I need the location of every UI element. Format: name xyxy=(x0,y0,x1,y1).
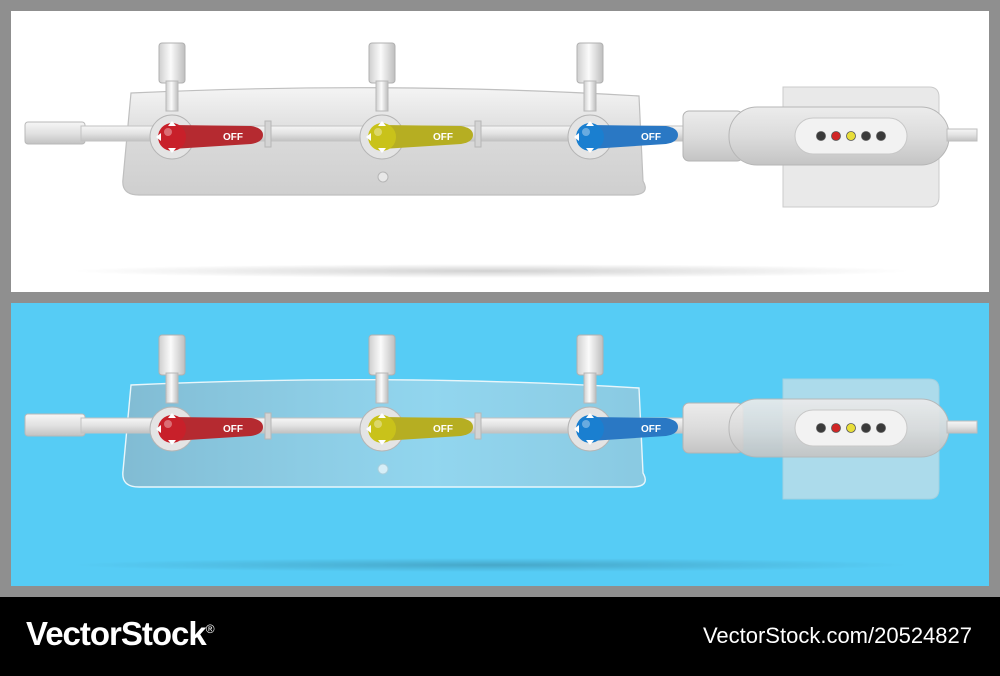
knob-highlight xyxy=(374,128,382,136)
valve-cap xyxy=(368,42,396,84)
indicator-light xyxy=(816,131,826,141)
left-connector xyxy=(24,121,86,145)
transducer-assembly xyxy=(682,86,978,208)
indicator-lights xyxy=(816,131,886,141)
valve-off-label: OFF xyxy=(223,132,243,143)
direction-arrows-icon xyxy=(574,413,594,445)
indicator-light xyxy=(846,423,856,433)
direction-arrows-icon xyxy=(156,121,176,153)
valve-knob[interactable] xyxy=(158,415,186,443)
valve-knob[interactable] xyxy=(368,415,396,443)
valve-yellow[interactable]: OFF xyxy=(359,334,473,452)
brand-logo[interactable]: VectorStock® xyxy=(26,615,215,653)
tube-ring xyxy=(474,120,482,148)
valve-knob[interactable] xyxy=(576,123,604,151)
valve-knob[interactable] xyxy=(158,123,186,151)
valve-cap xyxy=(158,334,186,376)
manifold-illustration: OFF OFF OFF xyxy=(24,42,978,278)
valve-red[interactable]: OFF xyxy=(149,334,263,452)
valve-off-label: OFF xyxy=(641,424,661,435)
plate-hole xyxy=(377,171,389,183)
tube-ring xyxy=(474,412,482,440)
valve-stem xyxy=(375,80,389,112)
tube-ring xyxy=(264,412,272,440)
valve-lever[interactable] xyxy=(590,125,678,149)
valve-lever[interactable] xyxy=(382,417,473,441)
direction-arrows-icon xyxy=(574,121,594,153)
indicator-light xyxy=(816,423,826,433)
valve-lever[interactable] xyxy=(172,125,263,149)
valve-cap xyxy=(158,42,186,84)
indicator-light xyxy=(861,131,871,141)
right-outlet xyxy=(946,128,978,142)
indicator-light xyxy=(846,131,856,141)
valve-lever[interactable] xyxy=(172,417,263,441)
valve-blue[interactable]: OFF xyxy=(567,42,678,160)
indicator-lights xyxy=(816,423,886,433)
valve-cap xyxy=(576,42,604,84)
stock-image-url[interactable]: VectorStock.com/20524827 xyxy=(702,623,972,648)
knob-highlight xyxy=(582,128,590,136)
valve-cap xyxy=(368,334,396,376)
knob-highlight xyxy=(582,420,590,428)
valve-cap xyxy=(576,334,604,376)
watermark-footer: VectorStock® VectorStock.com/20524827 xyxy=(0,597,1000,676)
right-outlet xyxy=(946,420,978,434)
knob-highlight xyxy=(164,128,172,136)
valve-lever[interactable] xyxy=(382,125,473,149)
transducer-assembly xyxy=(682,378,978,500)
direction-arrows-icon xyxy=(156,413,176,445)
indicator-light xyxy=(831,423,841,433)
indicator-light xyxy=(876,131,886,141)
knob-highlight xyxy=(164,420,172,428)
direction-arrows-icon xyxy=(366,121,386,153)
valve-red[interactable]: OFF xyxy=(149,42,263,160)
valve-stem xyxy=(583,80,597,112)
drop-shadow xyxy=(71,264,911,278)
left-connector xyxy=(24,413,86,437)
valve-off-label: OFF xyxy=(433,424,453,435)
brand-name: VectorStock xyxy=(26,615,207,652)
valve-stem xyxy=(165,372,179,404)
registered-mark: ® xyxy=(205,622,215,636)
indicator-light xyxy=(876,423,886,433)
valve-lever[interactable] xyxy=(590,417,678,441)
top-panel: OFF OFF OFF xyxy=(11,11,989,292)
plate-hole xyxy=(377,463,389,475)
drop-shadow xyxy=(71,558,911,572)
valve-stem xyxy=(375,372,389,404)
knob-highlight xyxy=(374,420,382,428)
valve-blue[interactable]: OFF xyxy=(567,334,678,452)
manifold-illustration: OFF OFF OFF xyxy=(24,334,978,572)
valve-off-label: OFF xyxy=(641,132,661,143)
valve-stem xyxy=(583,372,597,404)
indicator-light xyxy=(831,131,841,141)
valve-stem xyxy=(165,80,179,112)
direction-arrows-icon xyxy=(366,413,386,445)
tube-ring xyxy=(264,120,272,148)
valve-knob[interactable] xyxy=(576,415,604,443)
valve-off-label: OFF xyxy=(223,424,243,435)
bottom-panel: OFF OFF OFF xyxy=(11,303,989,586)
valve-off-label: OFF xyxy=(433,132,453,143)
valve-knob[interactable] xyxy=(368,123,396,151)
valve-yellow[interactable]: OFF xyxy=(359,42,473,160)
indicator-light xyxy=(861,423,871,433)
